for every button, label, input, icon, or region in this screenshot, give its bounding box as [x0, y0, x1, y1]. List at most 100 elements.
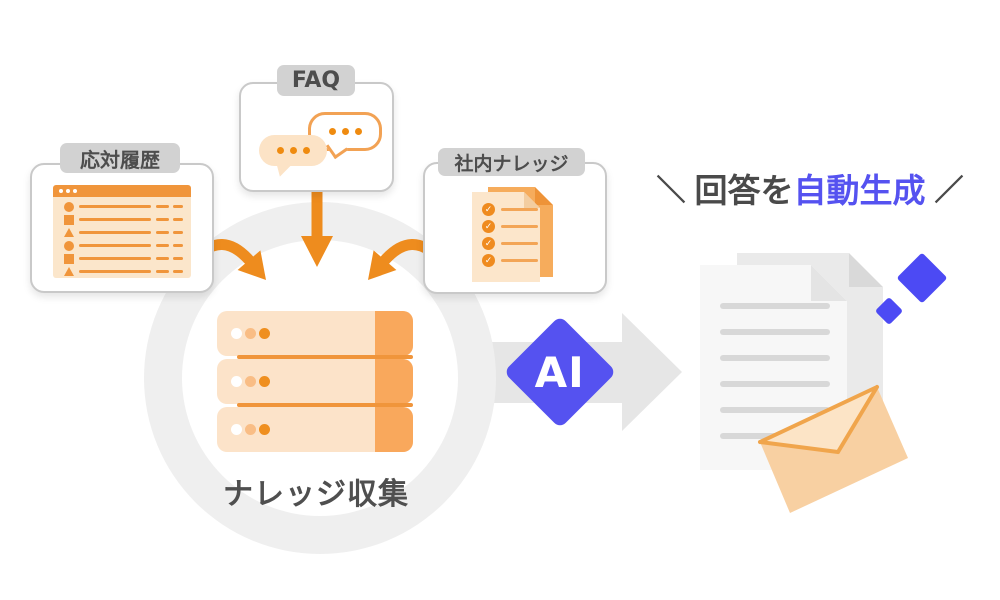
checklist-row: ✓ — [482, 237, 540, 250]
badge-history: 応対履歴 — [60, 143, 180, 173]
server-light — [259, 376, 270, 387]
bubble-dot — [328, 128, 336, 135]
text-line — [156, 231, 169, 234]
server-unit-lights — [231, 328, 270, 339]
circle-bullet-icon — [64, 201, 74, 212]
triangle-bullet-icon — [64, 267, 74, 276]
text-line — [173, 218, 183, 221]
list-row — [53, 239, 191, 252]
output-title-text: 回答を自動生成 — [695, 164, 926, 212]
bubble-dot — [289, 147, 297, 154]
text-line — [156, 205, 169, 208]
server-light — [231, 376, 242, 387]
server-unit-strip — [375, 359, 413, 404]
text-line — [79, 244, 151, 247]
source-card-faq — [239, 82, 394, 192]
output-title-highlight: 自動生成 — [793, 171, 926, 210]
document-fold — [849, 253, 883, 287]
bubble-dot — [276, 147, 284, 154]
badge-faq: FAQ — [277, 65, 355, 96]
text-line — [79, 218, 151, 221]
window-body — [53, 197, 191, 278]
bubble-dot — [341, 128, 349, 135]
checklist-document-icon: ✓ ✓ ✓ ✓ — [472, 192, 540, 282]
list-row — [53, 252, 191, 265]
source-card-knowledge: ✓ ✓ ✓ ✓ — [423, 162, 607, 294]
bubble-tail — [273, 162, 292, 179]
window-dot — [66, 189, 70, 193]
server-unit-lights — [231, 424, 270, 435]
envelope-flap-lines — [758, 385, 879, 454]
check-icon: ✓ — [482, 220, 495, 233]
server-unit — [217, 407, 413, 452]
square-bullet-icon — [64, 253, 74, 264]
server-unit-strip — [375, 407, 413, 452]
text-line — [720, 407, 830, 413]
list-row — [53, 200, 191, 213]
checklist-row: ✓ — [482, 220, 540, 233]
window-titlebar — [53, 185, 191, 197]
text-line — [79, 231, 151, 234]
list-row — [53, 213, 191, 226]
text-line — [720, 381, 830, 387]
bubble-dot — [354, 128, 362, 135]
output-title: ＼ 回答を自動生成 ／ — [645, 164, 975, 212]
decoration-slash-left: ＼ — [656, 173, 686, 207]
document-fold — [535, 187, 553, 205]
checklist-row: ✓ — [482, 203, 540, 216]
server-light — [245, 376, 256, 387]
server-unit — [217, 359, 413, 404]
server-light — [259, 424, 270, 435]
bubble-tail — [325, 136, 349, 160]
text-line — [501, 242, 538, 245]
check-icon: ✓ — [482, 203, 495, 216]
text-line — [501, 259, 538, 262]
check-icon: ✓ — [482, 237, 495, 250]
envelope-icon — [758, 385, 908, 513]
text-line — [79, 205, 151, 208]
server-unit — [217, 311, 413, 356]
text-line — [156, 257, 169, 260]
server-light — [245, 424, 256, 435]
arrow-from-faq-icon — [301, 186, 333, 267]
server-light — [231, 328, 242, 339]
window-dot — [59, 189, 63, 193]
triangle-bullet-icon — [64, 228, 74, 237]
decoration-slash-right: ／ — [934, 173, 964, 207]
chat-bubble-filled-icon — [259, 135, 327, 179]
text-line — [173, 231, 183, 234]
text-line — [156, 270, 169, 273]
server-unit-lights — [231, 376, 270, 387]
square-bullet-icon — [64, 214, 74, 225]
text-line — [79, 257, 151, 260]
list-row — [53, 226, 191, 239]
text-line — [173, 270, 183, 273]
text-line — [173, 257, 183, 260]
text-line — [173, 205, 183, 208]
text-line — [156, 218, 169, 221]
check-icon: ✓ — [482, 254, 495, 267]
collector-label: ナレッジ収集 — [223, 477, 409, 512]
source-card-history — [30, 163, 214, 293]
window-dot — [73, 189, 77, 193]
server-light — [231, 424, 242, 435]
text-line — [501, 208, 538, 211]
server-light — [245, 328, 256, 339]
badge-knowledge: 社内ナレッジ — [438, 148, 585, 176]
list-window-icon — [53, 185, 191, 278]
input-arrows — [190, 186, 444, 280]
text-line — [720, 303, 830, 309]
text-line — [79, 270, 151, 273]
server-divider — [237, 403, 413, 407]
checklist-row: ✓ — [482, 254, 540, 267]
output-title-prefix: 回答を — [694, 171, 794, 210]
server-unit-strip — [375, 311, 413, 356]
text-line — [501, 225, 538, 228]
server-light — [259, 328, 270, 339]
circle-bullet-icon — [64, 240, 74, 251]
server-stack-icon — [217, 311, 413, 452]
list-row — [53, 265, 191, 278]
text-line — [156, 244, 169, 247]
ai-label: AI — [534, 347, 586, 397]
